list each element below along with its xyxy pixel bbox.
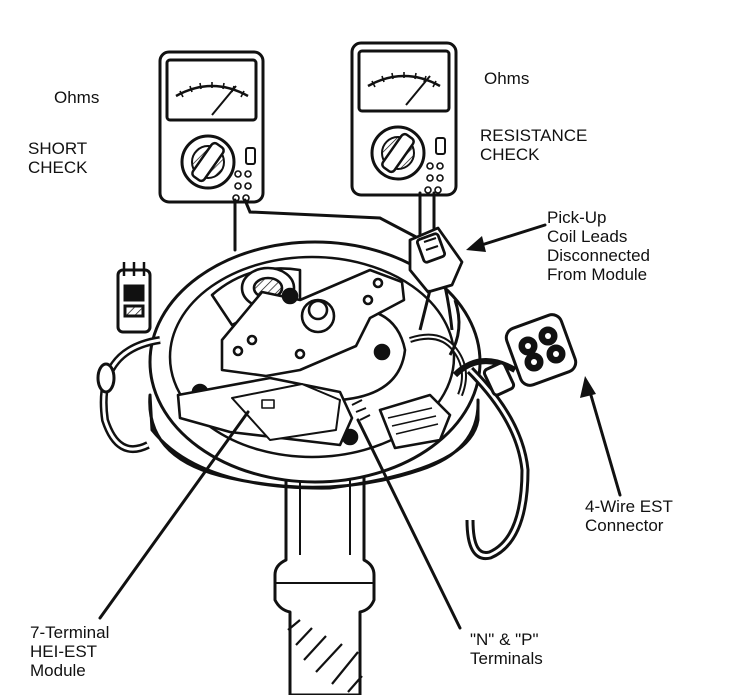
short-check-line-2: CHECK xyxy=(28,158,88,177)
pickup-coil-line-1: Pick-Up xyxy=(547,208,607,227)
est-connector-line-1: 4-Wire EST xyxy=(585,497,673,516)
ohmmeter-right xyxy=(350,41,458,197)
pickup-leader-line xyxy=(470,223,547,250)
est-leader-line xyxy=(586,383,622,497)
resistance-check-line-1: RESISTANCE xyxy=(480,126,588,145)
distributor-shaft xyxy=(273,468,376,695)
np-leader-line xyxy=(356,418,462,630)
resistance-check-label: RESISTANCE CHECK xyxy=(480,126,587,164)
ohmmeter-left xyxy=(158,50,265,204)
internal-components xyxy=(176,266,467,450)
est-connector-line-2: Connector xyxy=(585,516,664,535)
module-line-3: Module xyxy=(30,661,86,680)
leader-lines xyxy=(98,223,622,630)
pickup-coil-connector xyxy=(408,226,464,331)
module-line-2: HEI-EST xyxy=(30,642,98,661)
module-line-1: 7-Terminal xyxy=(30,623,110,642)
est-connector-label: 4-Wire EST Connector xyxy=(585,497,673,535)
short-check-label: SHORT CHECK xyxy=(28,139,88,177)
np-terminals-line-2: Terminals xyxy=(470,649,543,668)
short-check-line-1: SHORT xyxy=(28,139,88,158)
est-connector xyxy=(452,313,578,561)
pickup-arrowhead xyxy=(466,236,486,252)
ohms-label-right: Ohms xyxy=(484,69,530,88)
np-terminals-line-1: "N" & "P" xyxy=(470,630,539,649)
module-leader-line xyxy=(98,410,250,620)
ohms-label-left: Ohms xyxy=(54,88,100,107)
pickup-coil-label: Pick-Up Coil Leads Disconnected From Mod… xyxy=(547,208,650,284)
left-harness xyxy=(96,262,161,453)
resistance-check-line-2: CHECK xyxy=(480,145,540,164)
np-terminals-label: "N" & "P" Terminals xyxy=(470,630,543,668)
module-label: 7-Terminal HEI-EST Module xyxy=(30,623,109,680)
pickup-coil-line-4: From Module xyxy=(547,265,648,284)
pickup-coil-line-3: Disconnected xyxy=(547,246,651,265)
est-arrowhead xyxy=(580,376,596,398)
pickup-coil-line-2: Coil Leads xyxy=(547,227,628,246)
